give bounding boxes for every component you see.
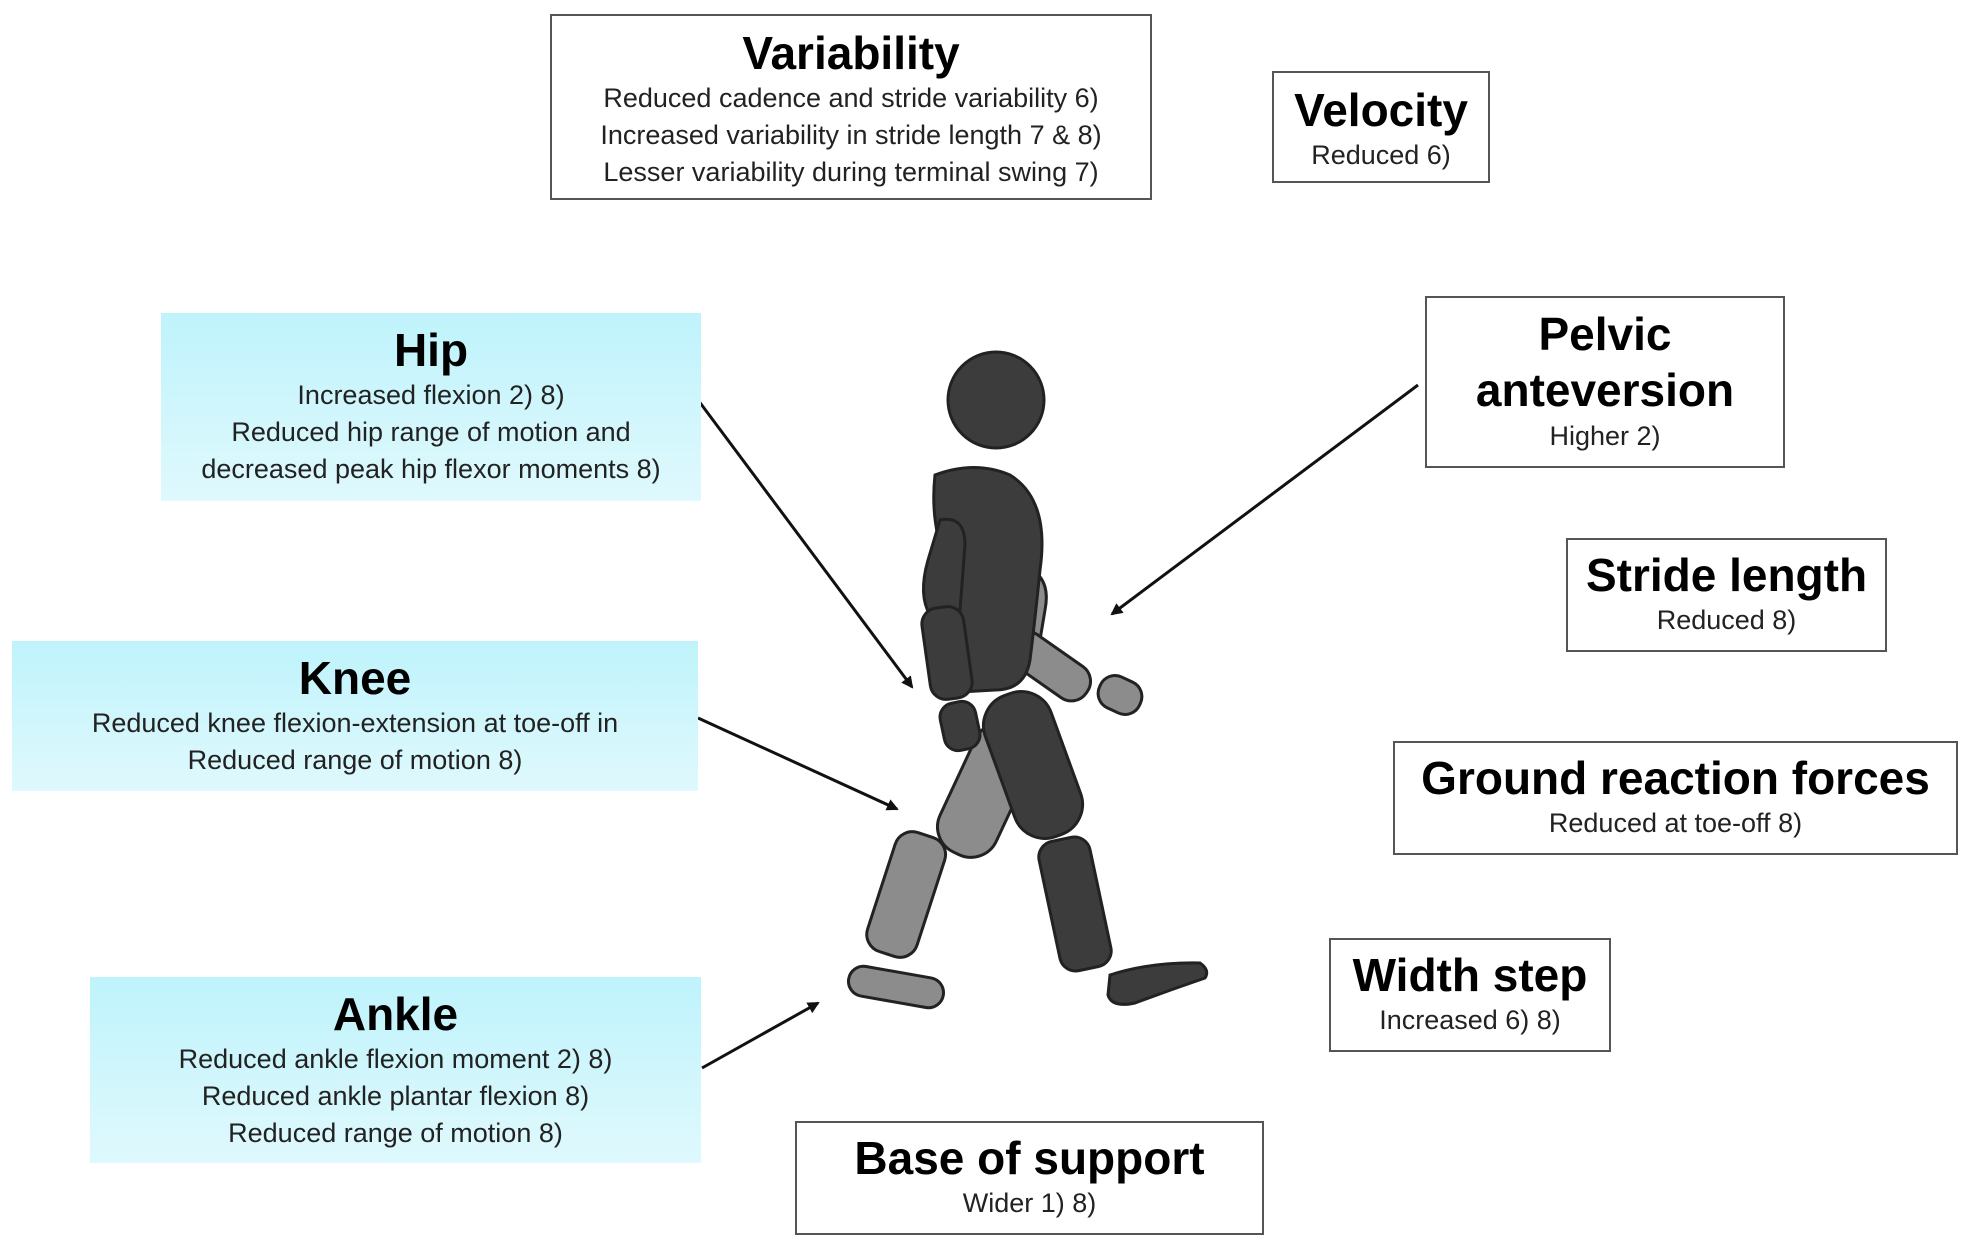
- knee-line-2: Reduced range of motion 8): [187, 745, 523, 775]
- stride-length-line-1: Reduced 8): [1656, 605, 1797, 635]
- ankle-box: Ankle Reduced ankle flexion moment 2) 8)…: [90, 977, 701, 1163]
- hip-line-1: Increased flexion 2) 8): [297, 380, 565, 410]
- stride-length-box: Stride length Reduced 8): [1566, 538, 1887, 652]
- ankle-arrow: [701, 1001, 820, 1070]
- hip-box: Hip Increased flexion 2) 8) Reduced hip …: [161, 313, 701, 501]
- pelvic-line-1: Higher 2): [1549, 421, 1661, 451]
- front-forearm: [920, 605, 974, 701]
- velocity-line-1: Reduced 6): [1311, 140, 1451, 170]
- variability-box: Variability Reduced cadence and stride v…: [550, 14, 1152, 200]
- velocity-box: Velocity Reduced 6): [1272, 71, 1490, 183]
- hip-title: Hip: [393, 324, 469, 376]
- knee-title: Knee: [298, 652, 412, 704]
- ankle-line-2: Reduced ankle plantar flexion 8): [201, 1081, 590, 1111]
- knee-arrow: [697, 716, 899, 811]
- pelvic-title-line-1: Pelvic: [1538, 308, 1672, 360]
- base-of-support-line-1: Wider 1) 8): [962, 1188, 1097, 1218]
- grf-line-1: Reduced at toe-off 8): [1548, 808, 1803, 838]
- base-of-support-box: Base of support Wider 1) 8): [795, 1121, 1264, 1235]
- variability-line-1: Reduced cadence and stride variability 6…: [603, 83, 1099, 113]
- base-of-support-title: Base of support: [854, 1132, 1205, 1184]
- variability-line-3: Lesser variability during terminal swing…: [603, 157, 1099, 187]
- stride-length-title: Stride length: [1585, 549, 1868, 601]
- back-foot: [847, 964, 945, 1010]
- knee-box: Knee Reduced knee flexion-extension at t…: [12, 641, 698, 791]
- width-step-title: Width step: [1352, 949, 1588, 1001]
- back-shin: [865, 830, 948, 959]
- grf-title: Ground reaction forces: [1421, 752, 1930, 804]
- ankle-title: Ankle: [332, 988, 459, 1040]
- hip-line-3: decreased peak hip flexor moments 8): [201, 454, 661, 484]
- front-thigh: [981, 690, 1085, 840]
- knee-line-1: Reduced knee flexion-extension at toe-of…: [91, 708, 619, 738]
- ankle-line-1: Reduced ankle flexion moment 2) 8): [178, 1044, 613, 1074]
- width-step-box: Width step Increased 6) 8): [1329, 938, 1611, 1052]
- variability-title: Variability: [742, 27, 960, 79]
- pelvic-anteversion-box: Pelvic anteversion Higher 2): [1425, 296, 1785, 468]
- ankle-line-3: Reduced range of motion 8): [228, 1118, 563, 1148]
- hip-line-2: Reduced hip range of motion and: [231, 417, 631, 447]
- figure-head: [946, 350, 1046, 450]
- front-hand: [938, 699, 982, 753]
- front-foot: [1106, 961, 1209, 1006]
- arrows: [696, 383, 1419, 1070]
- front-body: [920, 350, 1209, 1006]
- pelvic-arrow: [1110, 383, 1419, 616]
- velocity-title: Velocity: [1294, 84, 1468, 136]
- hip-arrow: [696, 399, 914, 689]
- ground-reaction-forces-box: Ground reaction forces Reduced at toe-of…: [1393, 741, 1958, 855]
- variability-line-2: Increased variability in stride length 7…: [600, 120, 1102, 150]
- pelvic-title-line-2: anteversion: [1475, 364, 1735, 416]
- front-shin: [1037, 835, 1113, 973]
- back-hand: [1096, 674, 1144, 716]
- width-step-line-1: Increased 6) 8): [1379, 1005, 1561, 1035]
